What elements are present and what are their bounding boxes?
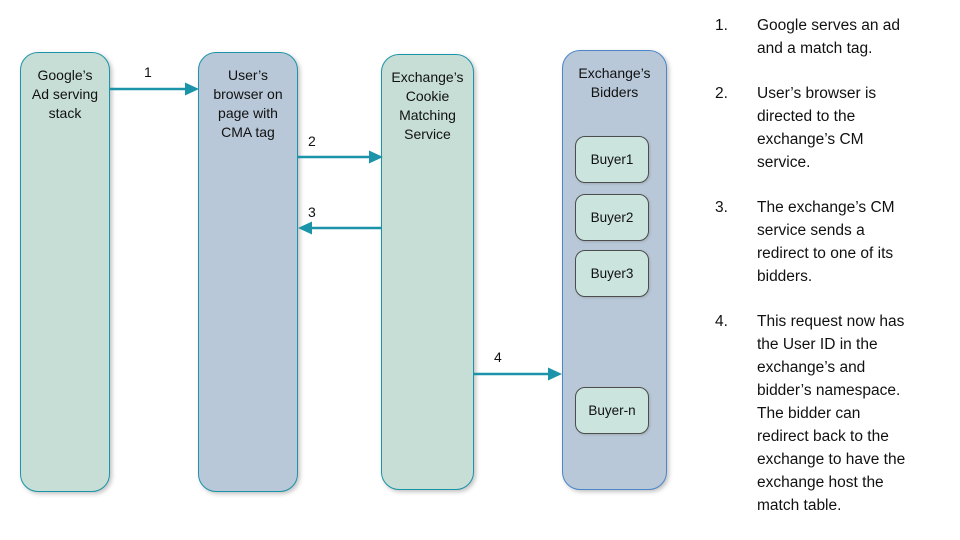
bidder-box-buyer-n: Buyer-n [575, 387, 649, 434]
bidder-box-label: Buyer-n [588, 403, 636, 418]
arrow-2-line [298, 150, 383, 164]
step-number: 2. [715, 85, 728, 102]
list-item-step-2: 2. User’s browser is directed to the exc… [700, 82, 952, 174]
arrow-label-1: 1 [144, 64, 152, 80]
step-text: The exchange’s CM service sends a redire… [757, 199, 895, 285]
node-user-browser-label: User’s browser on page with CMA tag [213, 67, 283, 140]
arrow-label-4: 4 [494, 349, 502, 365]
step-number: 4. [715, 313, 728, 330]
node-bidders: Exchange’s Bidders Buyer1 Buyer2 Buyer3 … [562, 50, 667, 490]
node-google-stack-label: Google’s Ad serving stack [31, 67, 99, 121]
bidder-box-label: Buyer3 [590, 266, 634, 281]
node-cm-service-label: Exchange’s Cookie Matching Service [391, 69, 464, 142]
bidder-box-buyer3: Buyer3 [575, 250, 649, 297]
bidder-box-buyer1: Buyer1 [575, 136, 649, 183]
list-item-step-3: 3. The exchange’s CM service sends a red… [700, 196, 952, 288]
arrow-label-3: 3 [308, 204, 316, 220]
arrow-1-line [110, 82, 199, 96]
arrow-label-2: 2 [308, 133, 316, 149]
node-cm-service: Exchange’s Cookie Matching Service [381, 54, 474, 490]
node-user-browser: User’s browser on page with CMA tag [198, 52, 298, 492]
bidder-box-label: Buyer2 [590, 210, 634, 225]
bidder-box-buyer2: Buyer2 [575, 194, 649, 241]
node-google-stack: Google’s Ad serving stack [20, 52, 110, 492]
bidder-box-label: Buyer1 [590, 152, 634, 167]
arrow-3-line [298, 221, 381, 235]
steps-list: 1. Google serves an ad and a match tag. … [700, 14, 952, 539]
step-text: Google serves an ad and a match tag. [757, 17, 901, 57]
step-text: This request now has the User ID in the … [757, 313, 906, 514]
step-number: 1. [715, 17, 728, 34]
list-item-step-4: 4. This request now has the User ID in t… [700, 310, 952, 517]
list-item-step-1: 1. Google serves an ad and a match tag. [700, 14, 952, 60]
arrow-4-line [474, 367, 562, 381]
step-number: 3. [715, 199, 728, 216]
node-bidders-label: Exchange’s Bidders [578, 65, 651, 100]
step-text: User’s browser is directed to the exchan… [757, 85, 877, 171]
